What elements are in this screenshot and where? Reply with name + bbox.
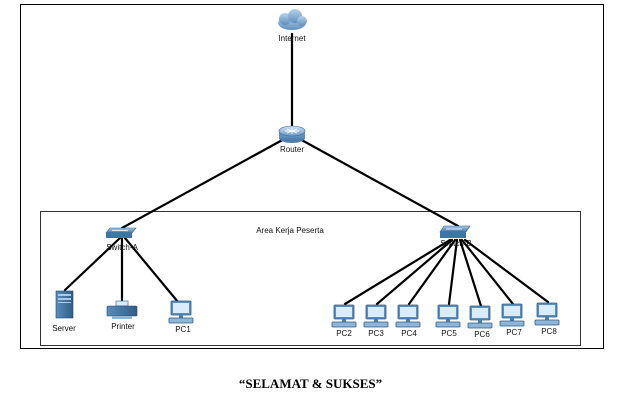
label-switch-a: Switch-A bbox=[106, 243, 138, 252]
label-pc1: PC1 bbox=[175, 325, 191, 334]
links bbox=[63, 32, 550, 308]
label-printer: Printer bbox=[111, 322, 135, 331]
label-server: Server bbox=[52, 324, 76, 333]
link-switch-b-pc8 bbox=[463, 238, 550, 304]
pc-icon bbox=[467, 305, 493, 329]
link-router-switch-b bbox=[296, 136, 460, 228]
label-pc6: PC6 bbox=[474, 330, 490, 339]
label-pc7: PC7 bbox=[506, 328, 522, 337]
link-router-switch-a bbox=[120, 136, 288, 230]
server-icon bbox=[55, 290, 74, 319]
link-switch-a-server bbox=[63, 236, 122, 292]
label-pc3: PC3 bbox=[368, 329, 384, 338]
label-router: Router bbox=[280, 145, 304, 154]
label-pc4: PC4 bbox=[401, 329, 417, 338]
pc-icon bbox=[499, 303, 525, 327]
pc-icon bbox=[363, 304, 389, 328]
closing-caption: “SELAMAT & SUKSES” bbox=[238, 376, 383, 391]
label-pc5: PC5 bbox=[441, 329, 457, 338]
label-switch-b: Switch-B bbox=[440, 239, 472, 248]
link-switch-b-pc2 bbox=[343, 238, 452, 306]
area-label: Area Kerja Peserta bbox=[256, 226, 324, 235]
label-internet: Internet bbox=[278, 34, 306, 43]
pc-icon bbox=[395, 304, 421, 328]
link-switch-b-pc6 bbox=[458, 238, 483, 308]
pc-icon bbox=[331, 304, 357, 328]
diagram-frame bbox=[20, 4, 604, 349]
pc-icon bbox=[168, 300, 194, 324]
pc-icon bbox=[435, 304, 461, 328]
area-box bbox=[40, 211, 581, 346]
link-switch-b-pc5 bbox=[447, 238, 459, 306]
router-icon bbox=[278, 125, 306, 143]
switch-icon bbox=[439, 225, 471, 238]
printer-icon bbox=[106, 300, 138, 319]
switch-icon bbox=[105, 227, 137, 238]
link-switch-b-pc3 bbox=[375, 238, 454, 306]
link-switch-a-pc1 bbox=[123, 236, 180, 304]
link-switch-b-pc7 bbox=[460, 238, 515, 306]
cloud-icon bbox=[278, 9, 307, 30]
label-pc2: PC2 bbox=[336, 329, 352, 338]
link-switch-b-pc4 bbox=[407, 238, 457, 306]
pc-icon bbox=[534, 302, 560, 326]
label-pc8: PC8 bbox=[541, 327, 557, 336]
